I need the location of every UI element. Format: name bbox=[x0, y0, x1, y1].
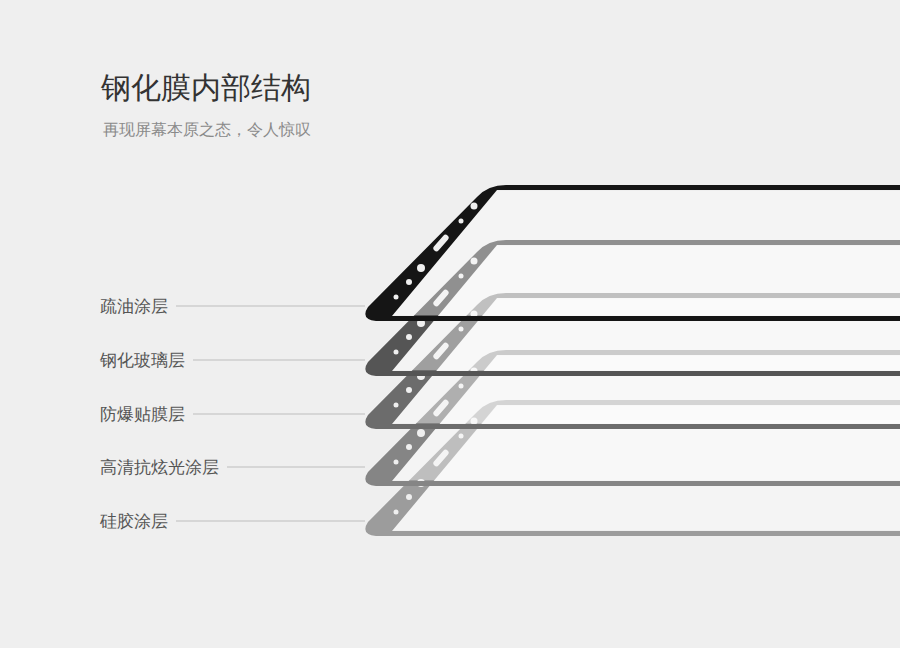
leader-line bbox=[227, 467, 365, 468]
layer-label: 疏油涂层 bbox=[100, 296, 168, 316]
caption: 再现屏幕本原之态，令人惊叹 bbox=[103, 120, 311, 139]
leader-line bbox=[176, 521, 365, 522]
layer-label: 防爆贴膜层 bbox=[100, 404, 185, 424]
oleophobic-layer bbox=[365, 185, 900, 321]
leader-line bbox=[176, 306, 365, 307]
leader-line bbox=[193, 360, 365, 361]
title: 钢化膜内部结构 bbox=[101, 70, 311, 106]
layer-label: 高清抗炫光涂层 bbox=[100, 457, 219, 477]
layer-label: 硅胶涂层 bbox=[100, 511, 168, 531]
layer-label: 钢化玻璃层 bbox=[100, 350, 185, 370]
leader-line bbox=[193, 414, 365, 415]
